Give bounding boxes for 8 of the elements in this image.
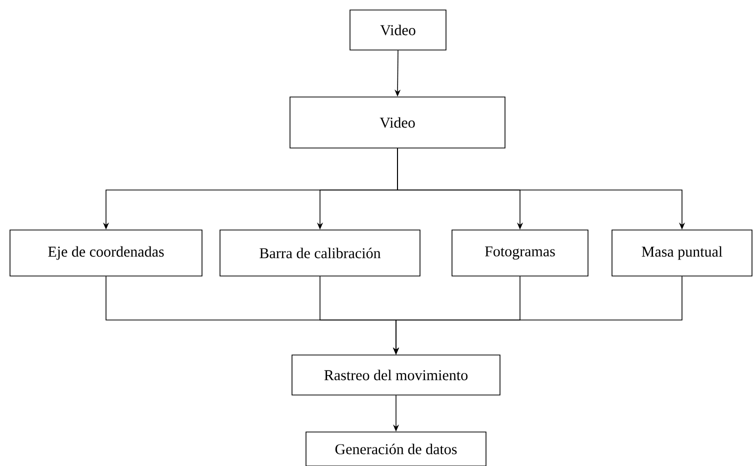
process-box: Video xyxy=(350,10,446,50)
process-box: Fotogramas xyxy=(452,230,588,276)
process-box: Video xyxy=(290,96,506,148)
process-box: Generación de datos xyxy=(306,432,486,466)
process-box: Masa puntual xyxy=(612,230,752,276)
process-box: Rastreo del movimiento xyxy=(292,354,500,396)
process-box: Eje de coordenadas xyxy=(10,230,202,276)
process-box: Barra de calibración xyxy=(220,230,420,276)
